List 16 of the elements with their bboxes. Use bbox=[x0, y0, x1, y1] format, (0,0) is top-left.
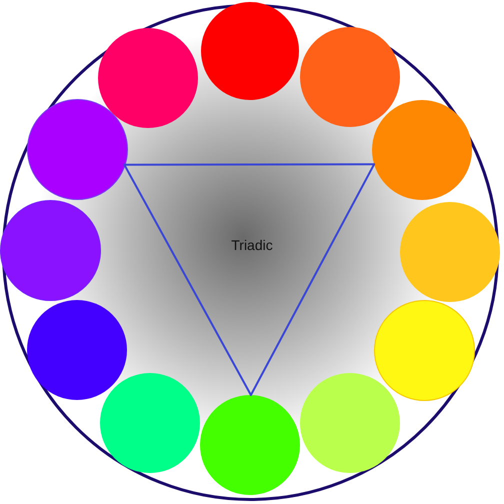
hue-circle bbox=[200, 395, 300, 495]
triangle-line bbox=[123, 164, 252, 396]
hue-circle bbox=[98, 28, 198, 128]
hue-circle bbox=[27, 300, 127, 400]
color-wheel-circle bbox=[2, 4, 498, 500]
hue-circle bbox=[300, 27, 400, 127]
hue-circle bbox=[374, 300, 474, 400]
hue-circle bbox=[400, 202, 500, 302]
center-label: Triadic bbox=[231, 237, 273, 253]
hue-circle bbox=[26, 98, 128, 200]
hue-circle bbox=[300, 373, 400, 473]
hue-circle bbox=[201, 2, 299, 100]
triangle-line bbox=[123, 163, 376, 166]
triangle-line bbox=[250, 163, 376, 396]
hue-circle bbox=[372, 100, 472, 200]
hue-circle bbox=[100, 373, 200, 473]
